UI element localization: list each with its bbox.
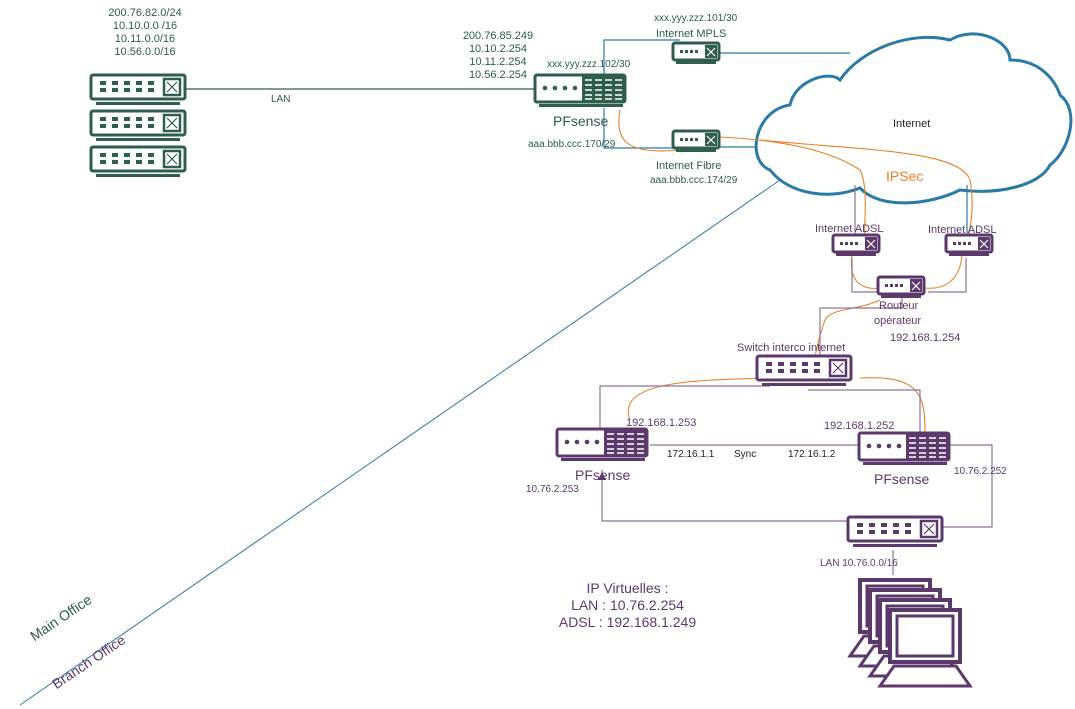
pfsense-main-icon xyxy=(533,73,627,109)
router-ip: 192.168.1.254 xyxy=(890,332,961,344)
router-mpls-icon xyxy=(671,41,721,66)
ip-label: 10.11.2.254 xyxy=(469,56,527,68)
router-switch-link xyxy=(819,298,903,358)
fibre-link xyxy=(603,108,680,149)
router-adsl-right-icon xyxy=(944,233,994,258)
mpls-link xyxy=(603,39,680,80)
pfsense-right-wan-ip: 192.168.1.252 xyxy=(824,420,895,432)
workstation-icon xyxy=(878,608,972,688)
fibre-label: Internet Fibre xyxy=(656,160,722,172)
virtual-ips-title: IP Virtuelles : xyxy=(586,580,669,596)
adsl-right-router-link xyxy=(928,258,967,293)
internet-cloud xyxy=(754,32,1073,205)
office-divider-line xyxy=(19,179,781,706)
switch-pfsense-right-link xyxy=(808,389,921,432)
ip-label: 10.10.2.254 xyxy=(468,43,528,55)
router-label-1: Routeur xyxy=(879,300,919,312)
pfsense-left-lan-link xyxy=(601,470,848,522)
lan-subnet-label: LAN 10.76.0.0/16 xyxy=(820,558,898,569)
pfsense-left-lan-ip: 10.76.2.253 xyxy=(526,484,579,495)
pfsense-branch-right-icon xyxy=(857,431,951,467)
adsl-left-router-link xyxy=(851,258,878,293)
pfsense-right-sync-ip: 172.16.1.2 xyxy=(788,449,836,460)
switch-interco-label: Switch interco internet xyxy=(737,342,846,354)
switch-stack-2-icon xyxy=(89,109,187,143)
router-fibre-icon xyxy=(671,129,721,154)
adsl-right-label: Internet ADSL xyxy=(928,224,997,236)
ip-label: 10.56.2.254 xyxy=(468,69,528,81)
sync-label: Sync xyxy=(734,449,757,460)
pfsense-main-ips: 200.76.85.249 10.10.2.254 10.11.2.254 10… xyxy=(448,30,548,82)
lan-label: LAN xyxy=(271,94,291,105)
router-operator-icon xyxy=(876,275,926,300)
subnet-label: 10.11.0.0/16 xyxy=(114,33,176,45)
ipsec-tunnel xyxy=(618,109,973,433)
pfsense-right-label: PFsense xyxy=(874,471,930,487)
mpls-label: Internet MPLS xyxy=(656,28,727,40)
subnet-label: 10.56.0.0/16 xyxy=(114,46,176,58)
fibre-ip: aaa.bbb.ccc.174/29 xyxy=(650,175,738,186)
pfsense-main-label: PFsense xyxy=(553,113,609,129)
virtual-ip-lan: LAN : 10.76.2.254 xyxy=(571,597,684,613)
arrow-icon xyxy=(598,472,606,480)
switch-pfsense-left-link xyxy=(599,385,770,428)
pfsense-wan1-ip: xxx.yyy.zzz.102/30 xyxy=(547,59,631,70)
switch-interco-icon xyxy=(755,354,853,388)
subnet-label: 10.10.0.0 /16 xyxy=(112,20,178,32)
router-label-2: opérateur xyxy=(874,315,922,327)
pfsense-left-sync-ip: 172.16.1.1 xyxy=(667,449,715,460)
virtual-ip-adsl: ADSL : 192.168.1.249 xyxy=(558,614,697,630)
ipsec-label: IPSec xyxy=(886,168,924,184)
main-subnets: 200.76.82.0/24 10.10.0.0 /16 10.11.0.0/1… xyxy=(95,7,195,59)
adsl-left-label: Internet ADSL xyxy=(815,223,884,235)
pfsense-wan2-ip: aaa.bbb.ccc.170/29 xyxy=(528,139,616,150)
switch-stack-3-icon xyxy=(89,145,187,179)
subnet-label: 200.76.82.0/24 xyxy=(108,7,182,19)
ip-label: 200.76.85.249 xyxy=(462,30,534,42)
pfsense-left-label: PFsense xyxy=(575,467,631,483)
pfsense-branch-left-icon xyxy=(555,427,649,463)
internet-label: Internet xyxy=(893,118,931,130)
router-adsl-left-icon xyxy=(831,233,881,258)
mpls-ip: xxx.yyy.zzz.101/30 xyxy=(654,13,738,24)
pfsense-left-wan-ip: 192.168.1.253 xyxy=(626,417,697,429)
switch-lan-icon xyxy=(846,515,944,549)
virtual-ips-block: IP Virtuelles : LAN : 10.76.2.254 ADSL :… xyxy=(545,580,710,631)
pfsense-right-lan-link xyxy=(940,444,993,528)
pfsense-right-lan-ip: 10.76.2.252 xyxy=(954,466,1007,477)
switch-stack-1-icon xyxy=(89,73,187,107)
